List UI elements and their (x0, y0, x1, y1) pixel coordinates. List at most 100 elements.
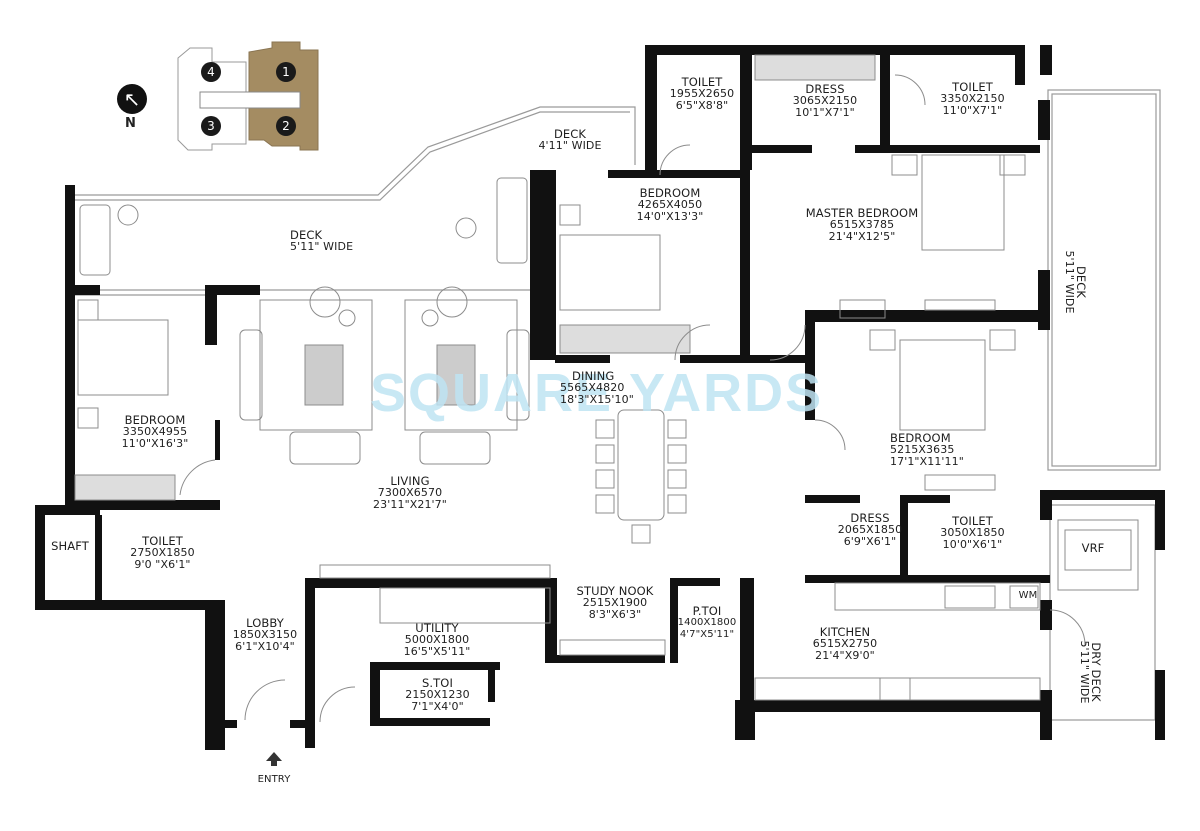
room-name: BEDROOM (890, 431, 951, 445)
room-name: WM (1018, 590, 1038, 601)
room-imperial: 16'5"X5'11" (403, 645, 471, 658)
room-metric: 6515X3785 (829, 218, 895, 231)
deck-right: DECK 5'11" WIDE (1063, 237, 1088, 327)
deck-width: 4'11" WIDE (538, 139, 602, 152)
room-imperial: 11'0"X16'3" (121, 437, 189, 450)
room-imperial: 21'4"X9'0" (815, 649, 875, 662)
room-imperial: 8'3"X6'3" (588, 608, 642, 621)
room-metric: 1850X3150 (232, 628, 298, 641)
room-imperial: 23'11"X21'7" (373, 498, 447, 511)
key-plan (177, 41, 319, 151)
room-kitchen: KITCHEN 6515X2750 21'4"X9'0" (790, 626, 900, 662)
entry-arrow-stem (271, 760, 277, 766)
room-imperial: 14'0"X13'3" (636, 210, 704, 223)
room-name: DRESS (850, 511, 890, 525)
room-bedroom-center: BEDROOM 4265X4050 14'0"X13'3" (620, 187, 720, 223)
room-name: BEDROOM (124, 413, 186, 427)
room-dress-master: DRESS 3065X2150 10'1"X7'1" (775, 83, 875, 119)
room-metric: 2150X1230 (405, 688, 470, 701)
washing-machine: WM (1013, 590, 1043, 602)
room-utility: UTILITY 5000X1800 16'5"X5'11" (387, 622, 487, 658)
room-name: TOILET (681, 75, 723, 89)
room-imperial: 17'1"X11'11" (890, 455, 964, 468)
room-imperial: 7'1"X4'0" (411, 700, 464, 713)
room-imperial: 6'1"X10'4" (235, 640, 295, 653)
room-metric: 2750X1850 (130, 546, 195, 559)
room-toilet-right: TOILET 3050X1850 10'0"X6'1" (930, 515, 1015, 551)
room-shaft: SHAFT (45, 540, 95, 552)
room-name: DINING (572, 369, 615, 383)
room-toilet-master: TOILET 3350X2150 11'0"X7'1" (925, 81, 1020, 117)
arrow-north-icon: ↖ (117, 84, 147, 114)
room-imperial: 11'0"X7'1" (942, 104, 1003, 117)
room-metric: 2515X1900 (582, 596, 648, 609)
room-name: VRF (1081, 541, 1105, 555)
deck-upper: DECK 4'11" WIDE (520, 128, 620, 152)
room-imperial: 4'7"X5'11" (679, 629, 735, 640)
room-study-nook: STUDY NOOK 2515X1900 8'3"X6'3" (560, 585, 670, 621)
room-metric: 5215X3635 (890, 443, 955, 456)
room-name: DECK (553, 127, 587, 141)
room-metric: 3350X4955 (122, 425, 188, 438)
deck-width: 5'11" WIDE (1078, 640, 1091, 704)
room-toilet-top: TOILET 1955X2650 6'5"X8'8" (662, 76, 742, 112)
room-name: S.TOI (422, 676, 453, 690)
room-metric: 2065X1850 (837, 523, 903, 536)
room-s-toi: S.TOI 2150X1230 7'1"X4'0" (395, 677, 480, 713)
room-imperial: 6'9"X6'1" (843, 535, 897, 548)
room-name: SHAFT (51, 539, 89, 553)
room-name: TOILET (952, 514, 993, 528)
room-dining: DINING 5565X4820 18'3"X15'10" (560, 370, 655, 406)
room-metric: 1955X2650 (669, 87, 735, 100)
deck-width: 5'11" WIDE (1063, 250, 1076, 314)
room-metric: 5000X1800 (404, 633, 470, 646)
room-p-toi: P.TOI 1400X1800 4'7"X5'11" (672, 605, 742, 641)
room-metric: 3065X2150 (792, 94, 858, 107)
room-name: DRY DECK (1089, 642, 1103, 702)
entry-arrow-icon (266, 752, 282, 761)
room-bedroom-left: BEDROOM 3350X4955 11'0"X16'3" (105, 414, 205, 450)
key-plan-unit-4: 4 (201, 62, 221, 82)
key-plan-unit-2: 2 (276, 116, 296, 136)
room-dress-right: DRESS 2065X1850 6'9"X6'1" (830, 512, 910, 548)
room-name: BEDROOM (639, 186, 701, 200)
deck-main: DECK 5'11" WIDE (290, 229, 380, 253)
room-imperial: 9'0 "X6'1" (134, 558, 191, 571)
walls (35, 45, 1165, 750)
room-name: TOILET (142, 534, 183, 548)
room-bedroom-right: BEDROOM 5215X3635 17'1"X11'11" (890, 432, 985, 468)
room-name: LIVING (390, 474, 430, 488)
room-imperial: 18'3"X15'10" (560, 393, 634, 406)
room-metric: 3050X1850 (940, 526, 1005, 539)
room-name: DECK (1074, 265, 1088, 299)
room-imperial: 6'5"X8'8" (675, 99, 729, 112)
room-metric: 7300X6570 (377, 486, 443, 499)
room-imperial: 21'4"X12'5" (828, 230, 896, 243)
room-name: UTILITY (415, 621, 459, 635)
north-label: N (125, 116, 136, 131)
room-name: STUDY NOOK (576, 584, 654, 598)
vrf-unit: VRF (1073, 542, 1113, 554)
room-name: KITCHEN (819, 625, 871, 639)
room-name: DRESS (805, 82, 845, 96)
room-name: MASTER BEDROOM (805, 206, 919, 220)
room-imperial: 10'0"X6'1" (942, 538, 1003, 551)
room-lobby: LOBBY 1850X3150 6'1"X10'4" (225, 617, 305, 653)
key-plan-unit-1: 1 (276, 62, 296, 82)
room-metric: 4265X4050 (637, 198, 703, 211)
furniture (74, 54, 1139, 723)
room-master-bedroom: MASTER BEDROOM 6515X3785 21'4"X12'5" (792, 207, 932, 243)
room-toilet-left: TOILET 2750X1850 9'0 "X6'1" (120, 535, 205, 571)
deck-width: 5'11" WIDE (290, 240, 354, 253)
dry-deck: DRY DECK 5'11" WIDE (1078, 622, 1103, 722)
room-name: DECK (290, 228, 323, 242)
room-metric: 3350X2150 (940, 92, 1005, 105)
room-name: P.TOI (692, 604, 722, 618)
room-name: TOILET (952, 80, 993, 94)
room-metric: 6515X2750 (812, 637, 878, 650)
room-metric: 5565X4820 (560, 381, 625, 394)
room-imperial: 10'1"X7'1" (795, 106, 855, 119)
room-living: LIVING 7300X6570 23'11"X21'7" (360, 475, 460, 511)
entry-label: ENTRY (257, 774, 291, 785)
